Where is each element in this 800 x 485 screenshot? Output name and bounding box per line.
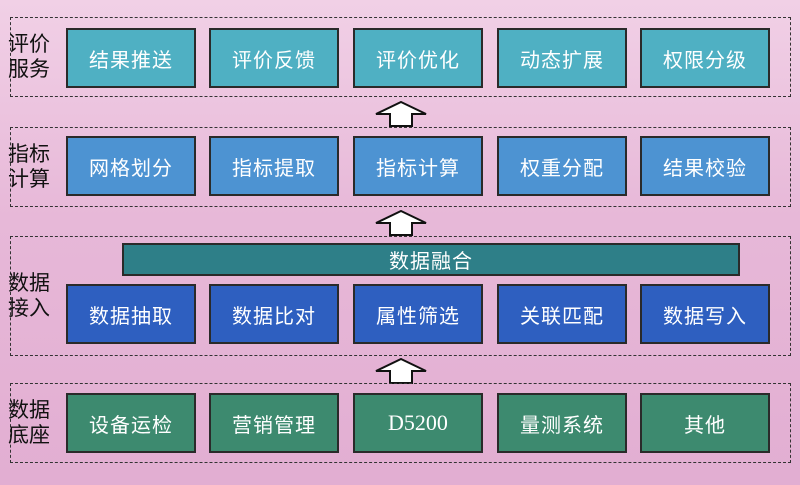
layer-base-label: 数据底座 [8, 398, 50, 447]
base-item-4: 量测系统 [497, 393, 627, 453]
hollow-up-arrow-icon [375, 210, 427, 236]
eval-item-1: 结果推送 [66, 28, 196, 88]
eval-item-5: 权限分级 [640, 28, 770, 88]
layer-eval [10, 17, 791, 97]
eval-item-3: 评价优化 [353, 28, 483, 88]
layer-base [10, 383, 791, 463]
input-item-4: 关联匹配 [497, 284, 627, 344]
layer-calc [10, 127, 791, 207]
input-item-1: 数据抽取 [66, 284, 196, 344]
input-item-5: 数据写入 [640, 284, 770, 344]
calc-item-5: 结果校验 [640, 136, 770, 196]
calc-item-2: 指标提取 [209, 136, 339, 196]
layer-calc-label: 指标计算 [8, 142, 50, 191]
base-item-3: D5200 [353, 393, 483, 453]
layer-input-label: 数据接入 [8, 271, 50, 320]
input-item-3: 属性筛选 [353, 284, 483, 344]
base-item-2: 营销管理 [209, 393, 339, 453]
base-item-5: 其他 [640, 393, 770, 453]
calc-item-3: 指标计算 [353, 136, 483, 196]
eval-item-2: 评价反馈 [209, 28, 339, 88]
calc-item-1: 网格划分 [66, 136, 196, 196]
layer-eval-label: 评价服务 [8, 32, 50, 81]
eval-item-4: 动态扩展 [497, 28, 627, 88]
data-fusion-bar: 数据融合 [122, 243, 740, 276]
calc-item-4: 权重分配 [497, 136, 627, 196]
input-item-2: 数据比对 [209, 284, 339, 344]
hollow-up-arrow-icon [375, 101, 427, 127]
hollow-up-arrow-icon [375, 358, 427, 384]
base-item-1: 设备运检 [66, 393, 196, 453]
layer-input [10, 236, 791, 356]
